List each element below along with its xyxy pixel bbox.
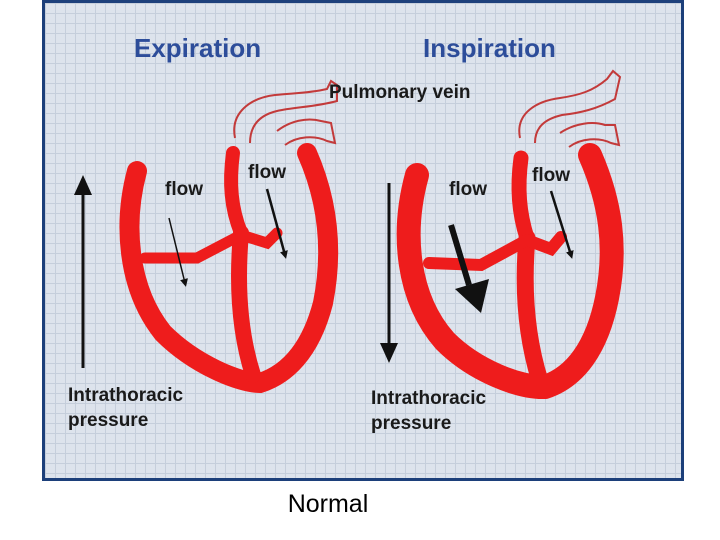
left-flow-arrow-a	[168, 217, 188, 287]
left-valve-a	[139, 229, 247, 264]
right-atrium-wall	[511, 150, 535, 246]
pressure-label-left-line1: Intrathoracic	[68, 385, 184, 406]
pulmonary-vein-right-branch	[559, 122, 621, 148]
pulmonary-vein-right	[518, 69, 622, 144]
left-heart	[119, 79, 339, 394]
right-valve-b	[521, 231, 567, 257]
caption: Normal	[287, 490, 369, 518]
flow-label-right-a: flow	[449, 179, 487, 200]
pressure-label-right: Intrathoracic pressure	[371, 386, 486, 436]
arrow-down-icon	[380, 183, 398, 363]
arrow-up-icon	[74, 175, 92, 368]
left-flow-arrow-b	[265, 188, 288, 259]
right-heart	[396, 69, 624, 399]
right-flow-arrow-a	[448, 224, 472, 286]
left-atrium-wall	[224, 146, 248, 240]
pressure-label-right-line2: pressure	[371, 413, 452, 434]
pressure-label-right-line1: Intrathoracic	[371, 388, 487, 409]
right-flow-arrow-b	[549, 190, 574, 259]
heart-diagram	[74, 69, 624, 399]
pulmonary-vein-left-branch	[276, 118, 337, 146]
pulmonary-vein-left	[233, 79, 338, 144]
flow-label-right-b: flow	[532, 165, 570, 186]
right-heart-wall	[396, 143, 624, 399]
pressure-label-left-line2: pressure	[68, 410, 149, 431]
diagram-panel: Expiration Inspiration Pulmonary vein fl…	[42, 0, 684, 481]
inspiration-title: Inspiration	[423, 33, 556, 63]
right-valve-a	[423, 234, 533, 272]
left-valve-b	[235, 227, 283, 250]
expiration-title: Expiration	[134, 33, 262, 63]
pulmonary-vein-label: Pulmonary vein	[329, 82, 471, 103]
flow-label-left-b: flow	[248, 162, 286, 183]
left-heart-wall	[119, 143, 339, 394]
left-septum	[230, 225, 261, 383]
pressure-label-left: Intrathoracic pressure	[68, 383, 183, 433]
right-septum	[516, 229, 549, 390]
flow-label-left-a: flow	[165, 179, 203, 200]
right-flow-arrowhead-a	[455, 279, 489, 313]
